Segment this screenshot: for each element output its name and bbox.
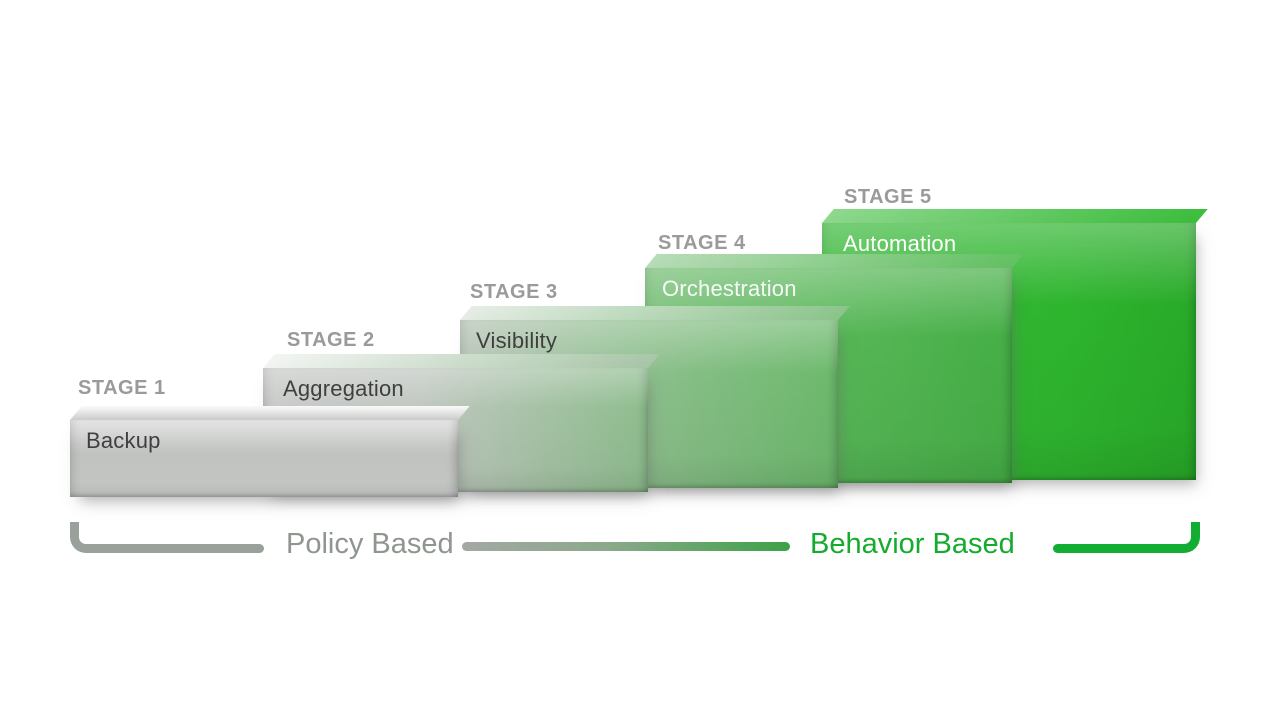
stage-block-1-top-face [70, 406, 470, 420]
stage-3-label: Visibility [476, 328, 558, 353]
policy-to-behavior-gradient-bar [462, 542, 790, 551]
stage-block-1-sheen [70, 420, 458, 497]
stage-block-3-top-face [460, 306, 850, 320]
stage-block-5-top-face [822, 209, 1208, 223]
stage-4-label: Orchestration [662, 276, 797, 301]
stage-4-tag: STAGE 4 [658, 232, 746, 254]
stage-5-tag: STAGE 5 [844, 186, 932, 208]
stage-2-label: Aggregation [283, 376, 404, 401]
policy-based-bracket [70, 522, 264, 553]
stage-2-tag: STAGE 2 [287, 329, 375, 351]
stage-block-1: STAGE 1 Backup [70, 377, 470, 497]
stage-block-4-top-face [645, 254, 1024, 268]
stage-5-label: Automation [843, 231, 957, 256]
stage-1-label: Backup [86, 428, 161, 453]
stage-block-2-top-face [263, 354, 660, 368]
stage-3-tag: STAGE 3 [470, 281, 558, 303]
stage-1-tag: STAGE 1 [78, 377, 166, 399]
stage-block-1-front-face: Backup [70, 420, 458, 497]
policy-based-label: Policy Based [286, 528, 454, 560]
behavior-based-label: Behavior Based [810, 528, 1015, 560]
behavior-based-bracket [1053, 522, 1200, 553]
